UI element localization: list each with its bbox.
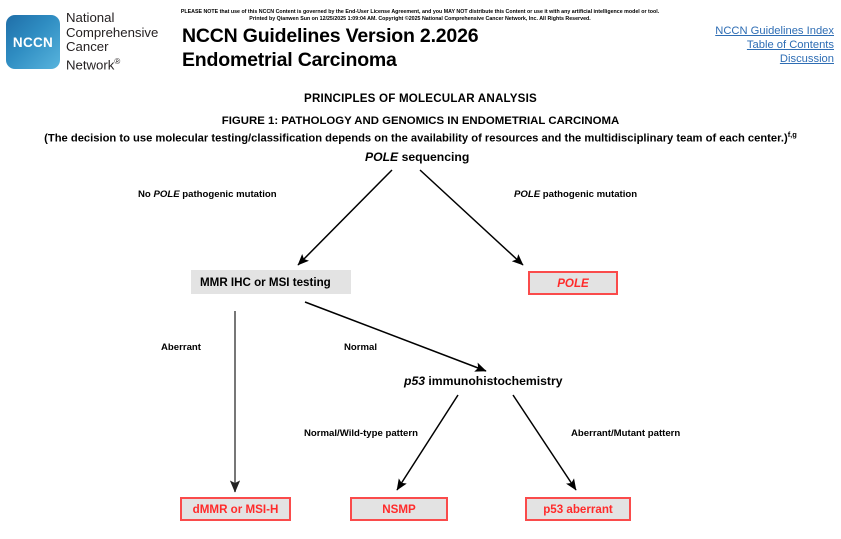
edge-label-normal-wildtype-pattern: Normal/Wild-type pattern — [304, 428, 418, 439]
edge-label-pole-mutation: POLE pathogenic mutation — [514, 189, 637, 200]
disclaimer-line-2: Printed by Qianwen Sun on 12/25/2025 1:0… — [249, 16, 591, 23]
node-pole-sequencing-label: sequencing — [398, 150, 470, 164]
figure-subtitle: (The decision to use molecular testing/c… — [0, 128, 841, 146]
page-title: NCCN Guidelines Version 2.2026 Endometri… — [182, 24, 479, 72]
nccn-logo: NCCN — [6, 15, 60, 69]
figure-subtitle-footnote: f,g — [787, 130, 797, 139]
nccn-guidelines-index-link[interactable]: NCCN Guidelines Index — [715, 25, 834, 37]
box-dmmr-label: dMMR or MSI-H — [192, 502, 279, 516]
edge-label-aberrant: Aberrant — [161, 342, 201, 353]
discussion-link[interactable]: Discussion — [779, 53, 834, 66]
edge-label-pole-gene: POLE — [514, 189, 541, 200]
organization-name: National Comprehensive Cancer Network® — [66, 10, 159, 73]
box-nsmp-label: NSMP — [382, 502, 416, 516]
node-pole-sequencing-gene: POLE — [365, 150, 399, 164]
node-p53-immunohistochemistry: p53 immunohistochemistry — [404, 374, 563, 388]
edge-label-no-prefix: No — [138, 189, 154, 200]
box-mmr-label: MMR IHC or MSI testing — [200, 275, 331, 289]
edge-label-aberrant-mutant-pattern: Aberrant/Mutant pattern — [571, 428, 681, 439]
box-dmmr-or-msi-h[interactable]: dMMR or MSI-H — [180, 497, 291, 521]
box-mmr-ihc-msi-testing[interactable]: MMR IHC or MSI testing — [191, 270, 351, 294]
node-pole-sequencing: POLE sequencing — [365, 150, 469, 164]
org-name-line-3: Cancer — [66, 39, 109, 55]
box-pole-label: POLE — [557, 276, 589, 290]
box-pole[interactable]: POLE — [528, 271, 618, 295]
node-p53-label: immunohistochemistry — [425, 374, 563, 388]
org-name-line-2: Comprehensive — [66, 24, 159, 40]
org-name-line-4: Network — [66, 57, 115, 73]
disclaimer-line-1: PLEASE NOTE that use of this NCCN Conten… — [180, 9, 660, 15]
guidelines-subject: Endometrial Carcinoma — [182, 49, 397, 71]
edge-label-no-pole-suffix: pathogenic mutation — [179, 189, 277, 200]
figure-subtitle-text: (The decision to use molecular testing/c… — [44, 132, 788, 145]
section-title: PRINCIPLES OF MOLECULAR ANALYSIS — [304, 92, 537, 105]
license-disclaimer: PLEASE NOTE that use of this NCCN Conten… — [120, 9, 720, 23]
registered-mark: ® — [114, 56, 121, 66]
table-of-contents-link[interactable]: Table of Contents — [746, 39, 834, 52]
guidelines-version: NCCN Guidelines Version 2.2026 — [182, 25, 479, 47]
figure-title: FIGURE 1: PATHOLOGY AND GENOMICS IN ENDO… — [221, 115, 620, 127]
header-links: NCCN Guidelines Index Table of Contents … — [715, 24, 834, 67]
edge-label-no-pole-mutation: No POLE pathogenic mutation — [138, 189, 277, 200]
edge-label-pole-suffix: pathogenic mutation — [540, 189, 638, 200]
node-p53-gene: p53 — [404, 374, 426, 388]
edge-label-no-pole-gene: POLE — [153, 189, 180, 200]
box-nsmp[interactable]: NSMP — [350, 497, 448, 521]
box-p53-aberrant[interactable]: p53 aberrant — [525, 497, 631, 521]
box-p53-aberrant-label: p53 aberrant — [543, 502, 613, 516]
org-name-line-1: National — [66, 10, 115, 25]
nccn-logo-text: NCCN — [12, 34, 54, 50]
edge-label-normal: Normal — [344, 342, 378, 353]
